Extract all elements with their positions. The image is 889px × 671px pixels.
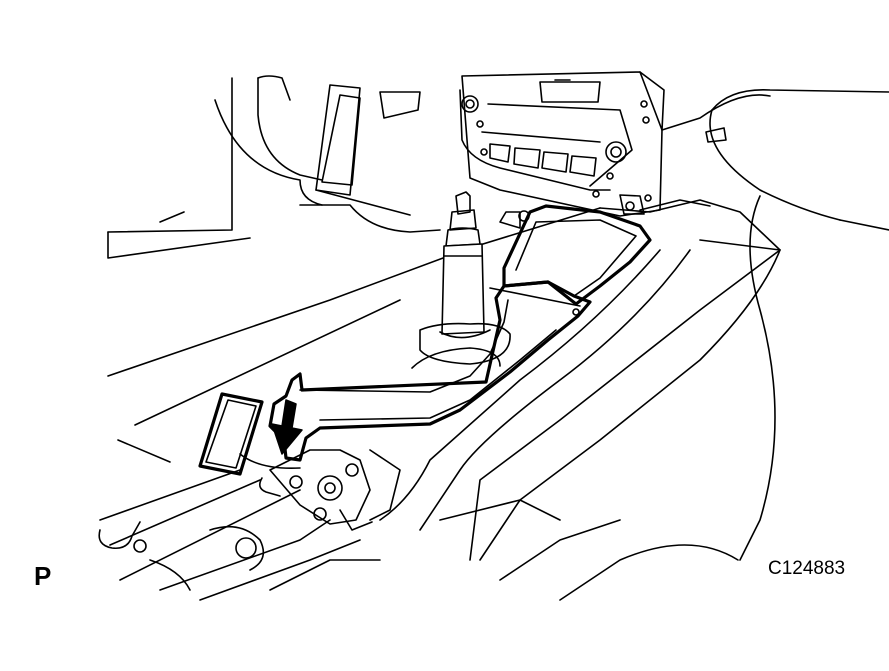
tuning-knob-icon	[605, 141, 627, 163]
floor-brackets	[98, 449, 401, 601]
view-label: P	[34, 561, 52, 591]
removal-direction-arrow	[271, 399, 303, 455]
volume-knob-icon	[461, 95, 479, 113]
console-rear-handle	[198, 392, 264, 476]
center-cluster-audio-panel	[459, 71, 771, 217]
figure-code: C124883	[768, 558, 846, 579]
shift-lever	[419, 191, 530, 365]
driver-seat	[559, 89, 889, 601]
floor-right	[439, 499, 621, 581]
shift-lock-bracket	[258, 449, 373, 531]
console-shell	[107, 194, 781, 561]
shift-lever-boot-opening	[489, 204, 652, 316]
instrument-panel	[107, 75, 441, 259]
